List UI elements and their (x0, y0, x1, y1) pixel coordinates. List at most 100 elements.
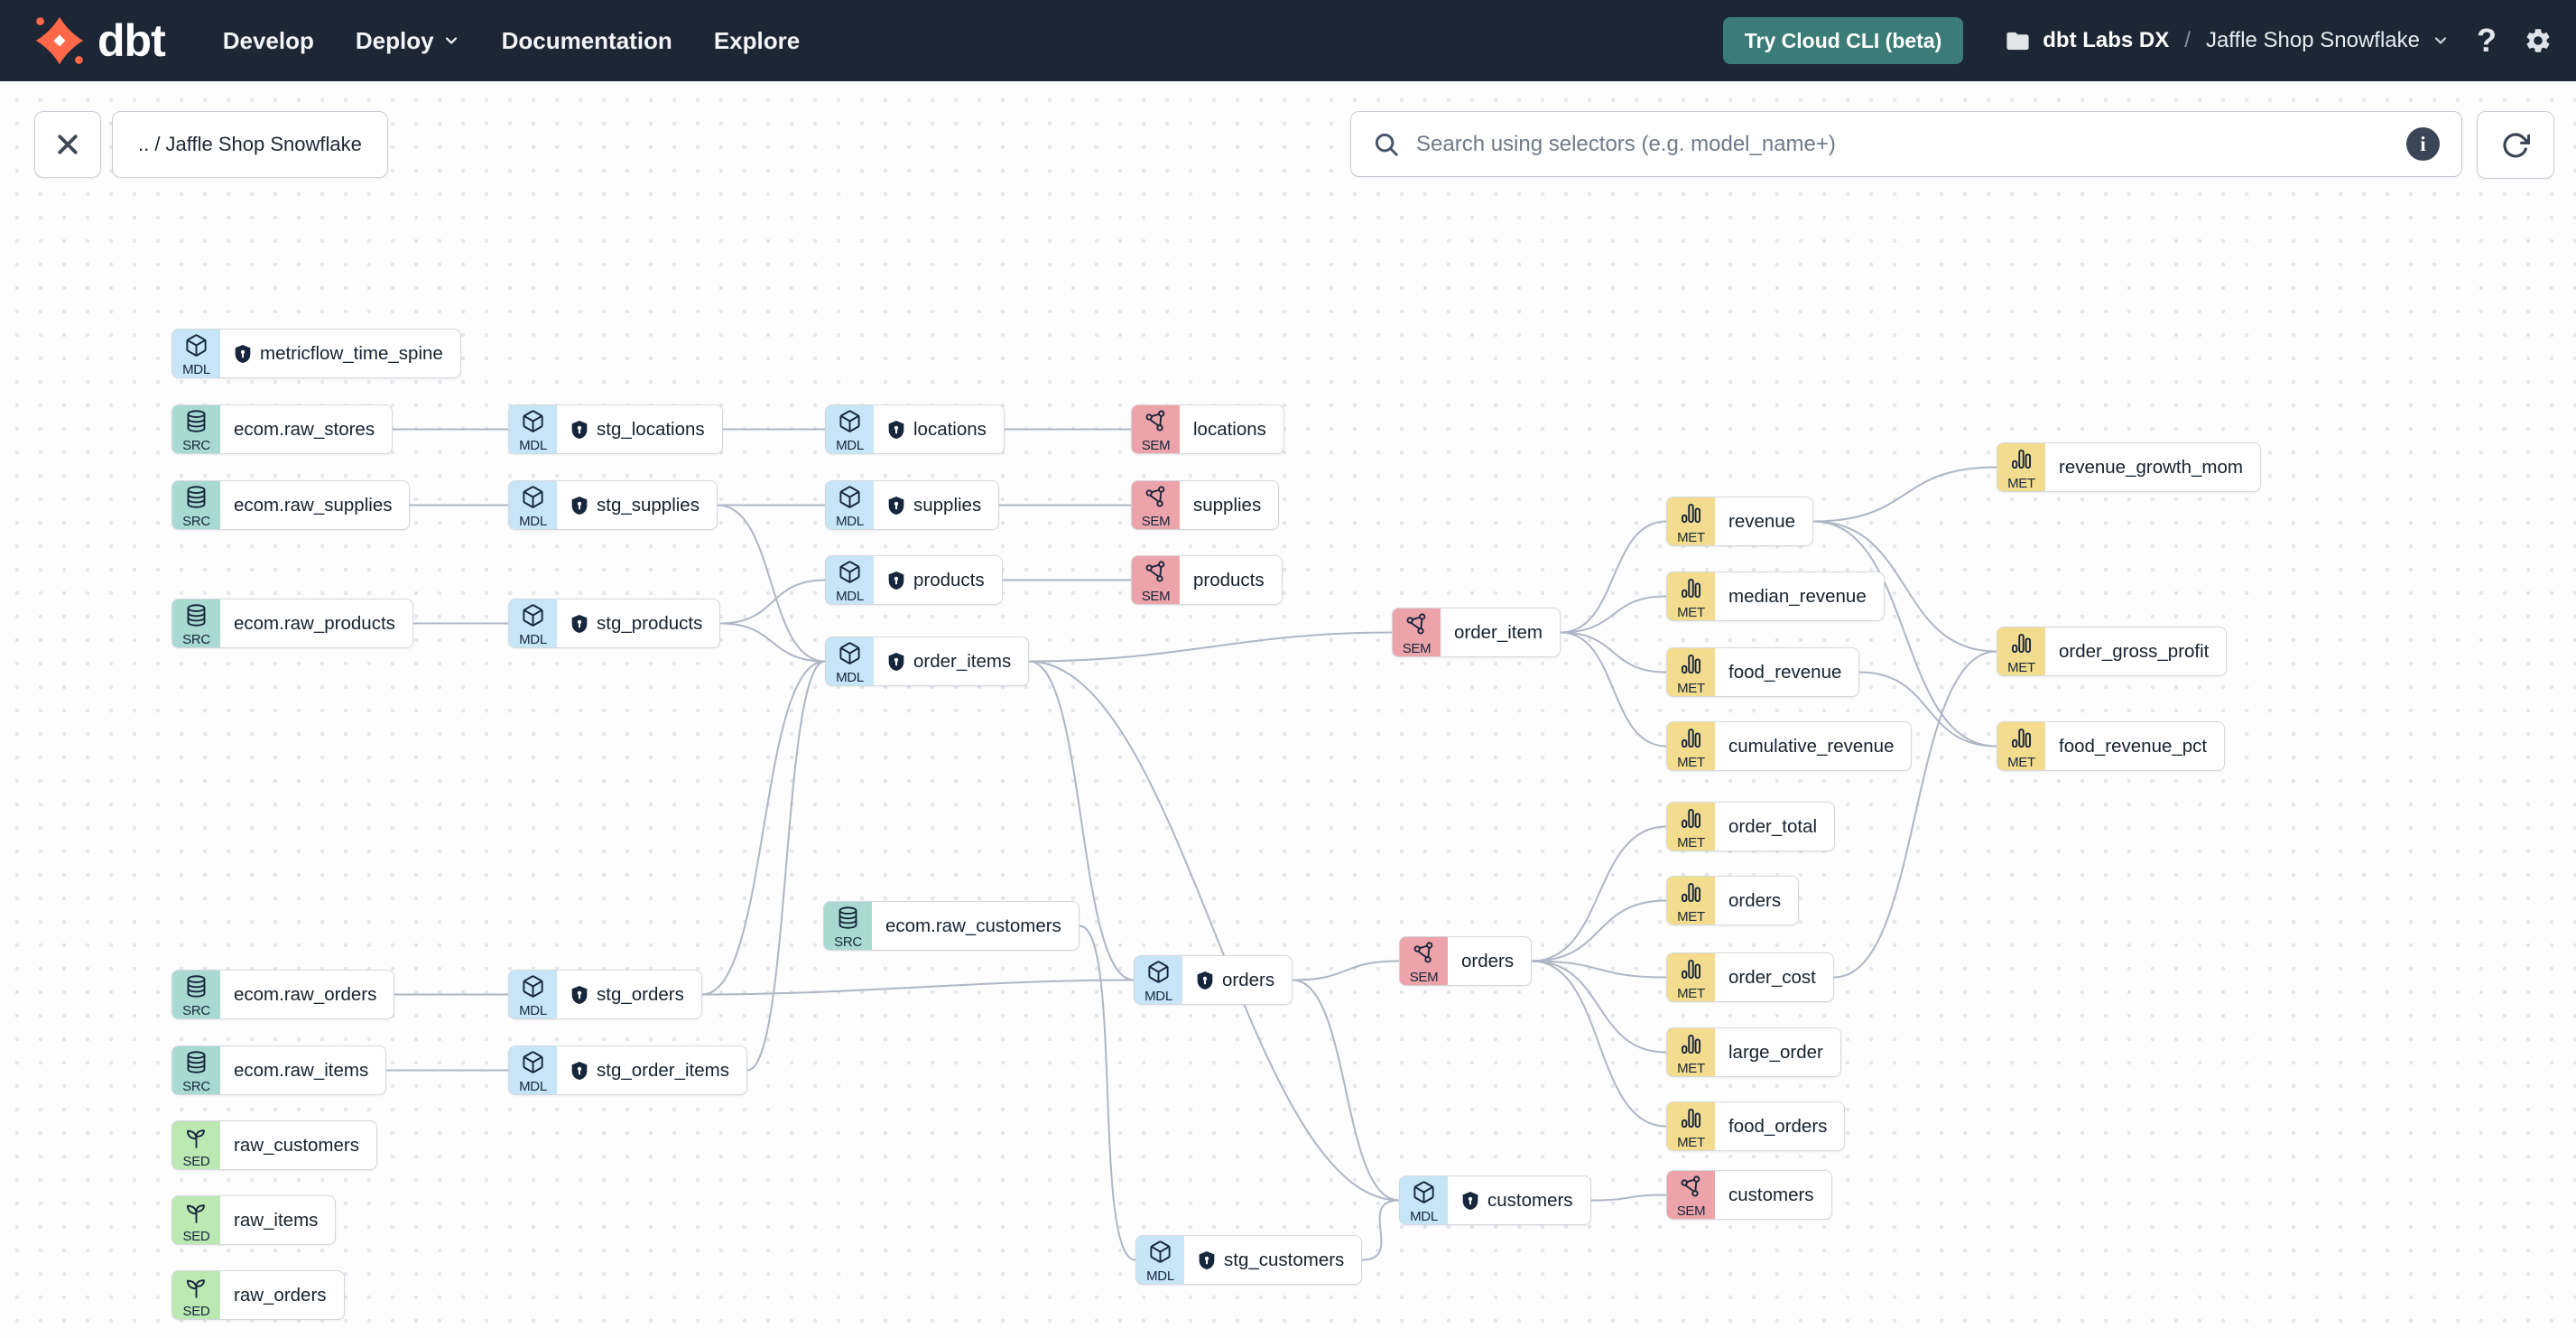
node-label: customers (1487, 1189, 1573, 1211)
node-mdl_locations[interactable]: MDL locations (825, 404, 1005, 454)
node-met_order_gross_profit[interactable]: MET order_gross_profit (1997, 627, 2228, 676)
node-type-label: MDL (519, 632, 547, 647)
node-type-label: MDL (182, 362, 210, 377)
node-sem_order_item[interactable]: SEM order_item (1392, 608, 1561, 657)
node-met_orders[interactable]: MET orders (1666, 876, 1800, 925)
node-met_revenue_growth_mom[interactable]: MET revenue_growth_mom (1997, 442, 2261, 492)
node-mdl_stg_supplies[interactable]: MDL stg_supplies (508, 480, 718, 530)
node-body: ecom.raw_items (220, 1046, 385, 1094)
close-lineage-button[interactable] (34, 111, 101, 178)
node-mdl_stg_locations[interactable]: MDL stg_locations (508, 404, 723, 454)
dbt-logo-icon (35, 16, 84, 65)
node-mdl_stg_order_items[interactable]: MDL stg_order_items (508, 1045, 747, 1095)
node-type-icon (521, 603, 545, 632)
node-met_cumulative_revenue[interactable]: MET cumulative_revenue (1666, 721, 1913, 771)
node-sed_raw_orders[interactable]: SED raw_orders (171, 1270, 345, 1320)
node-body: food_revenue_pct (2045, 722, 2224, 770)
node-type-cell: SRC (824, 902, 872, 950)
node-sem_supplies[interactable]: SEM supplies (1131, 480, 1280, 530)
node-met_revenue[interactable]: MET revenue (1666, 497, 1814, 546)
node-mdl_customers[interactable]: MDL customers (1399, 1175, 1591, 1225)
node-label: locations (1193, 418, 1266, 440)
node-type-label: SEM (1141, 514, 1171, 529)
node-src_raw_products[interactable]: SRC ecom.raw_products (171, 599, 413, 648)
node-sem_products[interactable]: SEM products (1131, 555, 1283, 605)
node-type-icon (1679, 1106, 1703, 1135)
node-mdl_stg_orders[interactable]: MDL stg_orders (508, 970, 702, 1019)
shield-icon (887, 571, 905, 590)
node-type-icon (1412, 941, 1436, 970)
nav-item-develop[interactable]: Develop (222, 26, 314, 54)
node-label: order_cost (1728, 966, 1816, 988)
try-cloud-cli-button[interactable]: Try Cloud CLI (beta) (1722, 17, 1964, 64)
node-met_order_cost[interactable]: MET order_cost (1666, 952, 1834, 1002)
node-body: ecom.raw_stores (220, 405, 392, 453)
node-type-cell: MDL (509, 971, 557, 1018)
node-sem_locations[interactable]: SEM locations (1131, 404, 1284, 454)
node-sem_customers[interactable]: SEM customers (1666, 1170, 1832, 1220)
lineage-breadcrumb-label: .. / Jaffle Shop Snowflake (138, 133, 362, 155)
node-type-icon (1412, 1180, 1436, 1209)
node-src_raw_items[interactable]: SRC ecom.raw_items (171, 1045, 387, 1095)
node-body: customers (1715, 1171, 1831, 1219)
refresh-button[interactable] (2477, 111, 2554, 179)
node-met_order_total[interactable]: MET order_total (1666, 802, 1836, 851)
nav-items: Develop Deploy Documentation Explore (223, 27, 800, 55)
node-type-icon (2009, 726, 2034, 755)
node-met_median_revenue[interactable]: MET median_revenue (1666, 571, 1885, 621)
node-mdl_orders[interactable]: MDL orders (1134, 955, 1293, 1005)
node-met_food_revenue[interactable]: MET food_revenue (1666, 647, 1860, 697)
account-project-selector[interactable]: dbt Labs DX / Jaffle Shop Snowflake (2005, 28, 2450, 54)
node-type-cell: SEM (1132, 405, 1180, 453)
node-met_large_order[interactable]: MET large_order (1666, 1027, 1841, 1077)
nav-item-documentation[interactable]: Documentation (501, 26, 672, 54)
node-sed_raw_customers[interactable]: SED raw_customers (171, 1120, 377, 1170)
node-type-label: MET (1677, 605, 1705, 620)
node-label: order_total (1728, 815, 1818, 837)
lineage-canvas[interactable] (0, 81, 2576, 1338)
node-type-cell: MDL (509, 599, 557, 647)
node-type-label: MDL (836, 514, 864, 529)
help-icon[interactable]: ? (2477, 22, 2497, 59)
node-body: supplies (1180, 481, 1278, 529)
gear-icon[interactable] (2524, 26, 2553, 55)
node-type-cell: MET (1997, 443, 2045, 491)
node-type-icon (521, 485, 545, 514)
node-label: order_item (1454, 621, 1543, 643)
node-src_raw_stores[interactable]: SRC ecom.raw_stores (171, 404, 394, 454)
nav-item-explore[interactable]: Explore (713, 26, 801, 54)
node-met_food_orders[interactable]: MET food_orders (1666, 1101, 1846, 1151)
node-met_food_revenue_pct[interactable]: MET food_revenue_pct (1997, 721, 2226, 771)
node-mdl_order_items[interactable]: MDL order_items (825, 636, 1030, 686)
node-mdl_metricflow_time_spine[interactable]: MDL metricflow_time_spine (171, 329, 461, 378)
node-mdl_products[interactable]: MDL products (825, 555, 1003, 605)
node-src_raw_orders[interactable]: SRC ecom.raw_orders (171, 970, 395, 1019)
node-type-cell: MET (1997, 722, 2045, 770)
node-mdl_supplies[interactable]: MDL supplies (825, 480, 1000, 530)
node-sed_raw_items[interactable]: SED raw_items (171, 1195, 337, 1245)
node-type-cell: SRC (172, 599, 220, 647)
node-label: food_revenue_pct (2059, 735, 2208, 757)
dbt-logo[interactable]: dbt (34, 15, 166, 66)
node-body: raw_orders (220, 1271, 344, 1319)
node-src_raw_supplies[interactable]: SRC ecom.raw_supplies (171, 480, 411, 530)
node-mdl_stg_customers[interactable]: MDL stg_customers (1135, 1235, 1363, 1285)
lineage-breadcrumb[interactable]: .. / Jaffle Shop Snowflake (112, 111, 388, 178)
info-icon[interactable]: i (2406, 127, 2440, 161)
node-src_raw_customers[interactable]: SRC ecom.raw_customers (823, 901, 1080, 951)
nav-item-deploy[interactable]: Deploy (356, 27, 460, 55)
node-type-icon (184, 485, 208, 514)
node-label: food_orders (1728, 1115, 1828, 1137)
node-type-cell: SEM (1393, 609, 1441, 656)
node-sem_orders[interactable]: SEM orders (1399, 936, 1533, 986)
node-label: metricflow_time_spine (260, 342, 443, 364)
node-type-label: MET (1677, 755, 1705, 770)
node-body: median_revenue (1715, 572, 1884, 620)
node-label: stg_supplies (597, 494, 700, 516)
node-mdl_stg_products[interactable]: MDL stg_products (508, 599, 721, 648)
node-type-icon (184, 1125, 208, 1154)
node-type-label: MET (1677, 1135, 1705, 1150)
node-type-cell: SED (172, 1121, 220, 1169)
search-input[interactable] (1414, 130, 2406, 158)
node-type-label: MET (1677, 681, 1705, 696)
